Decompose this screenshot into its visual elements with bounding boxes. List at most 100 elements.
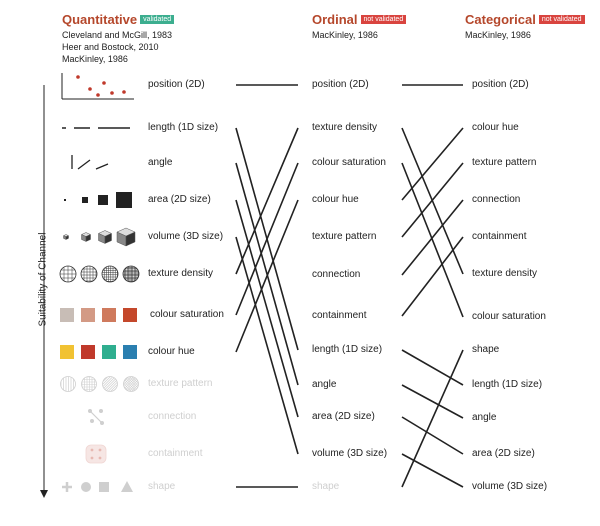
colour-hue-icon — [60, 345, 137, 359]
data-point — [102, 81, 106, 85]
quantitative-channel-label: length (1D size) — [148, 122, 219, 133]
channel-connector-line — [235, 199, 299, 418]
hue-swatch — [60, 345, 74, 359]
area-square — [82, 197, 88, 203]
quantitative-references: Cleveland and McGill, 1983 Heer and Bost… — [62, 29, 172, 65]
quantitative-channel-label: colour saturation — [150, 309, 224, 320]
circle-outline — [81, 376, 97, 392]
hatch-line — [107, 376, 118, 392]
ordinal-channel-label: position (2D) — [312, 79, 369, 90]
circle-outline — [60, 376, 76, 392]
quantitative-channel-label: shape — [148, 481, 176, 492]
ordinal-channel-label: volume (3D size) — [312, 448, 388, 459]
ordinal-references: MacKinley, 1986 — [312, 29, 378, 41]
circle-outline — [102, 376, 118, 392]
connection-node — [100, 421, 104, 425]
categorical-references: MacKinley, 1986 — [465, 29, 531, 41]
data-point — [96, 93, 100, 97]
cube-face — [65, 235, 69, 240]
ordinal-channel-label: texture pattern — [312, 231, 377, 242]
categorical-channel-label: length (1D size) — [472, 379, 543, 390]
not-validated-badge: not validated — [360, 15, 407, 24]
triangle-shape — [121, 481, 133, 492]
channel-connector-line — [401, 384, 464, 419]
containment-box — [85, 444, 107, 464]
ordinal-channel-label: containment — [312, 310, 367, 321]
reference-item: Heer and Bostock, 2010 — [62, 42, 159, 52]
contained-dot — [98, 456, 102, 460]
circle-shape — [81, 482, 91, 492]
square-shape — [99, 482, 109, 492]
colour-saturation-icon — [60, 308, 137, 322]
volume-cubes-icon — [62, 227, 136, 247]
channel-connector-line — [401, 349, 464, 488]
channel-connector-line — [235, 162, 299, 316]
angle-lines-icon — [71, 155, 109, 170]
validated-badge: validated — [140, 15, 175, 24]
quantitative-channel-label: area (2D size) — [148, 194, 211, 205]
quantitative-channel-label: position (2D) — [148, 79, 205, 90]
texture-density-icon — [59, 265, 140, 283]
cube-face — [104, 233, 112, 244]
cube-face — [85, 234, 91, 242]
categorical-channel-label: containment — [472, 231, 527, 242]
connection-node — [99, 409, 103, 413]
categorical-channel-label: angle — [472, 412, 497, 423]
data-point — [110, 91, 114, 95]
texture-pattern-icon — [60, 376, 139, 392]
saturation-swatch — [102, 308, 116, 322]
reference-item: MacKinley, 1986 — [465, 30, 531, 40]
circle-outline — [101, 265, 119, 283]
hatch — [123, 376, 139, 392]
angle-line — [77, 159, 91, 170]
data-point — [88, 87, 92, 91]
quantitative-channel-label: angle — [148, 157, 173, 168]
axis-arrow-icon — [40, 490, 48, 498]
quantitative-title: Quantitative — [62, 12, 138, 27]
channel-connector-line — [401, 453, 464, 488]
reference-item: MacKinley, 1986 — [312, 30, 378, 40]
quantitative-channel-label: volume (3D size) — [148, 231, 224, 242]
categorical-channel-label: position (2D) — [472, 79, 529, 90]
hatch — [60, 266, 76, 282]
hatch-line — [105, 376, 118, 392]
saturation-swatch — [81, 308, 95, 322]
hatch-line — [110, 376, 118, 392]
categorical-channel-label: texture density — [472, 268, 538, 279]
ordinal-channel-label: area (2D size) — [312, 411, 375, 422]
area-square — [98, 195, 108, 205]
area-squares-icon — [64, 192, 132, 208]
hatch-line — [102, 376, 111, 392]
hatch-line — [102, 376, 109, 392]
channel-connector-line — [235, 236, 299, 455]
connection-line — [89, 410, 103, 424]
connection-node — [88, 409, 92, 413]
categorical-channel-label: connection — [472, 194, 521, 205]
channel-connector-line — [401, 199, 464, 276]
circle-outline — [123, 376, 139, 392]
ordinal-title: Ordinal — [312, 12, 358, 27]
quantitative-channel-label: texture density — [148, 268, 214, 279]
ordinal-channel-label: length (1D size) — [312, 344, 383, 355]
channel-connector-line — [235, 127, 299, 275]
quantitative-channel-label: colour hue — [148, 346, 195, 357]
hue-swatch — [81, 345, 95, 359]
circle-outline — [80, 265, 98, 283]
quantitative-channel-label: containment — [148, 448, 203, 459]
data-point — [122, 90, 126, 94]
channel-connector-line — [401, 162, 464, 318]
contained-dot — [90, 456, 94, 460]
ordinal-channel-label: connection — [312, 269, 361, 280]
contained-dot — [90, 448, 94, 452]
connection-node — [90, 419, 94, 423]
categorical-channel-label: area (2D size) — [472, 448, 535, 459]
saturation-swatch — [123, 308, 137, 322]
plus-shape — [62, 482, 72, 492]
not-validated-badge: not validated — [538, 15, 585, 24]
ordinal-channel-label: colour hue — [312, 194, 359, 205]
area-square — [64, 199, 66, 201]
channel-connector-line — [401, 349, 464, 386]
channel-connector-line — [401, 127, 464, 201]
reference-item: Cleveland and McGill, 1983 — [62, 30, 173, 40]
